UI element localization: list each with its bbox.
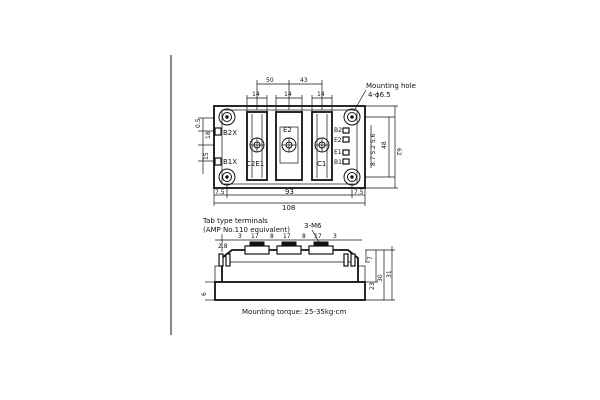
label-b1: B1 bbox=[334, 159, 342, 166]
terminal-block-e2 bbox=[275, 111, 303, 181]
side-tab-terminal-4 bbox=[350, 253, 356, 267]
side-dim-6: 6 bbox=[201, 292, 208, 296]
mounting-hole-leader bbox=[353, 89, 367, 112]
dim-right-stack: 8.7 5.2 5.6 bbox=[370, 133, 377, 166]
mounting-hole-top-right bbox=[343, 108, 361, 126]
module-body-outline bbox=[213, 105, 366, 189]
side-tab-terminal-1 bbox=[218, 253, 224, 267]
tab-terminal-right-1 bbox=[342, 127, 350, 134]
side-dim-28: 2.8 bbox=[218, 243, 228, 250]
tab-terminal-b1x bbox=[214, 157, 222, 166]
mounting-hole-bottom-right bbox=[343, 168, 361, 186]
terminal-block-c2e1 bbox=[246, 111, 268, 181]
side-tab-terminal-2 bbox=[225, 253, 231, 267]
side-dim-17c: 17 bbox=[314, 233, 322, 240]
side-dim-3b: 3 bbox=[333, 233, 337, 240]
label-c1: C1 bbox=[317, 160, 326, 168]
tab-terminal-right-2 bbox=[342, 136, 350, 143]
screw-label-leader bbox=[311, 229, 321, 245]
side-dim-8b: 8 bbox=[302, 233, 306, 240]
tab-terminals-title: Tab type terminals bbox=[202, 217, 268, 225]
dim-left-05: 0.5 bbox=[195, 118, 202, 128]
dim-term-3: 14 bbox=[317, 91, 325, 98]
label-b2: B2 bbox=[334, 127, 342, 134]
tab-terminal-b2x bbox=[214, 127, 222, 136]
side-dim-17b: 17 bbox=[283, 233, 291, 240]
side-dim-23: 23 bbox=[369, 282, 376, 290]
side-tab-terminal-3 bbox=[343, 253, 349, 267]
terminal-block-c1 bbox=[311, 111, 333, 181]
mounting-hole-bottom-left bbox=[218, 168, 236, 186]
mounting-torque-note: Mounting torque: 25-35kg·cm bbox=[242, 308, 346, 316]
side-dim-7: 7 bbox=[367, 256, 374, 260]
dim-right-48: 48 bbox=[381, 141, 388, 149]
side-base-plate bbox=[214, 281, 366, 301]
mounting-hole-spec: 4-ϕ6.5 bbox=[368, 91, 391, 99]
side-dim-30: 30 bbox=[377, 274, 384, 282]
dim-hole-spacing: 93 bbox=[285, 188, 294, 196]
tab-terminal-right-4 bbox=[342, 158, 350, 165]
label-b2x: B2X bbox=[223, 129, 237, 137]
dim-right-62: 62 bbox=[395, 148, 402, 156]
label-e2-small: E2 bbox=[334, 137, 342, 144]
mounting-hole-top-left bbox=[218, 108, 236, 126]
side-view: 2.8 3 17 8 17 8 17 3 Tab type terminals … bbox=[201, 217, 395, 316]
tab-terminal-right-3 bbox=[342, 149, 350, 156]
label-c2e1: C2E1 bbox=[246, 160, 264, 168]
dim-top-a: 50 bbox=[266, 77, 274, 84]
side-dim-3a: 3 bbox=[238, 233, 242, 240]
side-screw-terminal-1 bbox=[244, 241, 270, 255]
label-b1x: B1X bbox=[223, 158, 237, 166]
label-e1: E1 bbox=[334, 149, 342, 156]
top-view: B2X B1X E2 C2E1 C1 B2 E2 E1 B1 50 43 14 … bbox=[195, 77, 416, 212]
dim-left-18: 18 bbox=[205, 131, 212, 139]
module-body-inner bbox=[221, 109, 358, 185]
side-screw-terminal-3 bbox=[308, 241, 334, 255]
side-screw-terminal-2 bbox=[276, 241, 302, 255]
side-housing-outline bbox=[221, 249, 359, 282]
dim-total-width: 108 bbox=[282, 204, 295, 212]
dim-top-b: 43 bbox=[300, 77, 308, 84]
side-dim-8a: 8 bbox=[270, 233, 274, 240]
tab-terminals-sub: (AMP No.110 equivalent) bbox=[203, 226, 290, 234]
dim-term-2: 14 bbox=[284, 91, 292, 98]
mounting-hole-title: Mounting hole bbox=[366, 82, 416, 90]
dim-edge-left: 7.5 bbox=[215, 189, 225, 196]
dim-left-15: 15 bbox=[203, 152, 210, 160]
dim-term-1: 14 bbox=[252, 91, 260, 98]
screw-label: 3-M6 bbox=[304, 222, 322, 230]
side-dim-17a: 17 bbox=[251, 233, 259, 240]
label-e2: E2 bbox=[283, 126, 292, 134]
side-dim-31: 31 bbox=[386, 270, 393, 278]
dim-edge-right: 7.5 bbox=[354, 189, 364, 196]
